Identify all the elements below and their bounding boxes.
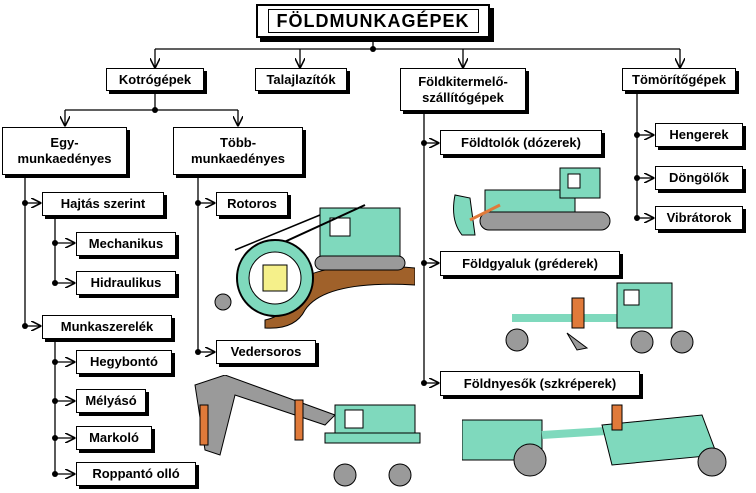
node-kotrogepek: Kotrógépek [106, 68, 204, 91]
scraper-image [462, 404, 727, 477]
node-foldgyaluk: Földgyaluk (gréderek) [440, 251, 620, 276]
dozer-image [453, 167, 611, 236]
node-vibratorok: Vibrátorok [655, 206, 743, 230]
node-tobbmunkaedenyes: Több- munkaedényes [173, 127, 303, 175]
node-foldtolok: Földtolók (dózerek) [440, 130, 602, 155]
grader-image [505, 282, 694, 354]
node-hegybonto: Hegybontó [76, 350, 172, 374]
bucket-wheel-excavator-image [214, 204, 415, 329]
diagram-title-text: FÖLDMUNKAGÉPEK [267, 9, 479, 33]
diagram-title: FÖLDMUNKAGÉPEK [256, 4, 490, 38]
node-dongolok: Döngölők [655, 166, 743, 190]
node-foldnyesok: Földnyesők (szkréperek) [440, 371, 640, 396]
node-vedersoros: Vedersoros [216, 340, 316, 364]
node-melyaso: Mélyásó [76, 389, 146, 413]
node-rotoros: Rotoros [216, 192, 288, 216]
node-hidraulikus: Hidraulikus [76, 271, 176, 295]
node-tomoritogepek: Tömörítőgépek [622, 68, 736, 91]
node-munkaszerelek: Munkaszerelék [42, 315, 172, 339]
node-egymunkaedenyes: Egy- munkaedényes [2, 127, 127, 175]
node-foldkitermelo: Földkitermelő- szállítógépek [400, 68, 526, 111]
node-hengerek: Hengerek [655, 123, 743, 147]
node-hajtas-szerint: Hajtás szerint [42, 192, 164, 216]
node-mechanikus: Mechanikus [76, 232, 176, 256]
node-markolo: Markoló [76, 426, 152, 450]
node-talajlazitok: Talajlazítók [255, 68, 347, 91]
node-roppanto-ollo: Roppantó olló [76, 462, 196, 486]
excavator-image [194, 375, 421, 487]
